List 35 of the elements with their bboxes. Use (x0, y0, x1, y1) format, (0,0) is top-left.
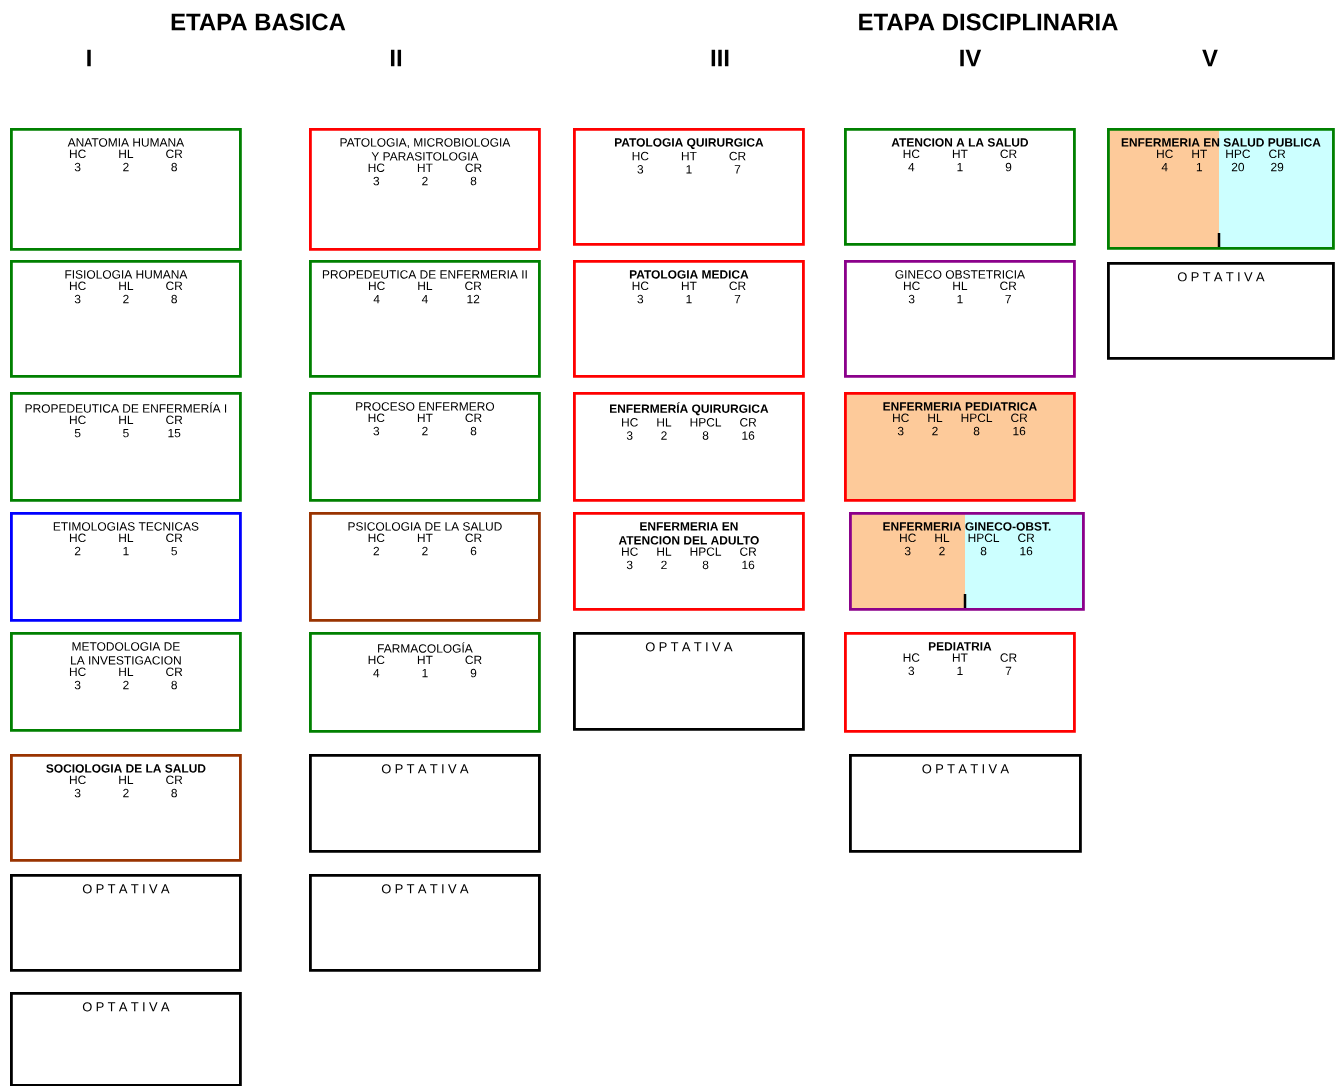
course-box: SOCIOLOGIA DE LA SALUD HC HL CR 3 2 8 (10, 754, 242, 862)
heading: III (711, 49, 729, 67)
course-box: O P T A T I V A (10, 992, 242, 1086)
heading: IV (960, 49, 982, 67)
course-box: PATOLOGIA QUIRURGICA HC HT CR 3 1 7 (573, 128, 805, 246)
course-box: PATOLOGIA MEDICA HC HT CR 3 1 7 (573, 260, 805, 378)
course-box: GINECO OBSTETRICIA HC HL CR 3 1 7 (844, 260, 1076, 378)
course-box: O P T A T I V A (573, 632, 805, 731)
heading: ETAPA DISCIPLINARIA (859, 13, 1118, 31)
course-box: O P T A T I V A (309, 874, 541, 972)
course-box: PROPEDEUTICA DE ENFERMERÍA I HC HL CR 5 5 15 (10, 392, 242, 502)
course-box: PATOLOGIA, MICROBIOLOGIA Y PARASITOLOGIA HC HT CR 3 2 8 (309, 128, 541, 251)
course-box: FARMACOLOGÍA HC HT CR 4 1 9 (309, 632, 541, 733)
heading: V (1202, 49, 1218, 67)
course-box: O P T A T I V A (1107, 262, 1335, 360)
course-box: ENFERMERÍA QUIRURGICA HC HL HPCL CR 3 2 8 16 (573, 392, 805, 502)
course-box: ENFERMERIA EN SALUD PUBLICA HC HT HPC CR 4 1 20 29 (1107, 128, 1335, 250)
course-box: PROPEDEUTICA DE ENFERMERIA II HC HL CR 4 4 12 (309, 260, 541, 378)
heading: II (390, 49, 402, 67)
course-box: ENFERMERIA PEDIATRICA HC HL HPCL CR 3 2 8 16 (844, 392, 1076, 502)
course-box: ANATOMIA HUMANA HC HL CR 3 2 8 (10, 128, 242, 251)
course-box: PROCESO ENFERMERO HC HT CR 3 2 8 (309, 392, 541, 502)
heading: ETAPA BASICA (171, 13, 346, 31)
course-box: ENFERMERIA GINECO-OBST. HC HL HPCL CR 3 2 8 16 (849, 512, 1085, 611)
course-box: PEDIATRIA HC HT CR 3 1 7 (844, 632, 1076, 733)
course-box: FISIOLOGIA HUMANA HC HL CR 3 2 8 (10, 260, 242, 378)
course-box: O P T A T I V A (10, 874, 242, 972)
course-box: PSICOLOGIA DE LA SALUD HC HT CR 2 2 6 (309, 512, 541, 622)
course-box: ATENCION A LA SALUD HC HT CR 4 1 9 (844, 128, 1076, 246)
course-box: ETIMOLOGIAS TECNICAS HC HL CR 2 1 5 (10, 512, 242, 622)
course-box: O P T A T I V A (309, 754, 541, 853)
course-box: METODOLOGIA DE LA INVESTIGACION HC HL CR 3 2 8 (10, 632, 242, 732)
heading: I (87, 49, 91, 67)
course-box: O P T A T I V A (849, 754, 1082, 853)
course-box: ENFERMERIA EN ATENCION DEL ADULTO HC HL HPCL CR 3 2 8 16 (573, 512, 805, 611)
